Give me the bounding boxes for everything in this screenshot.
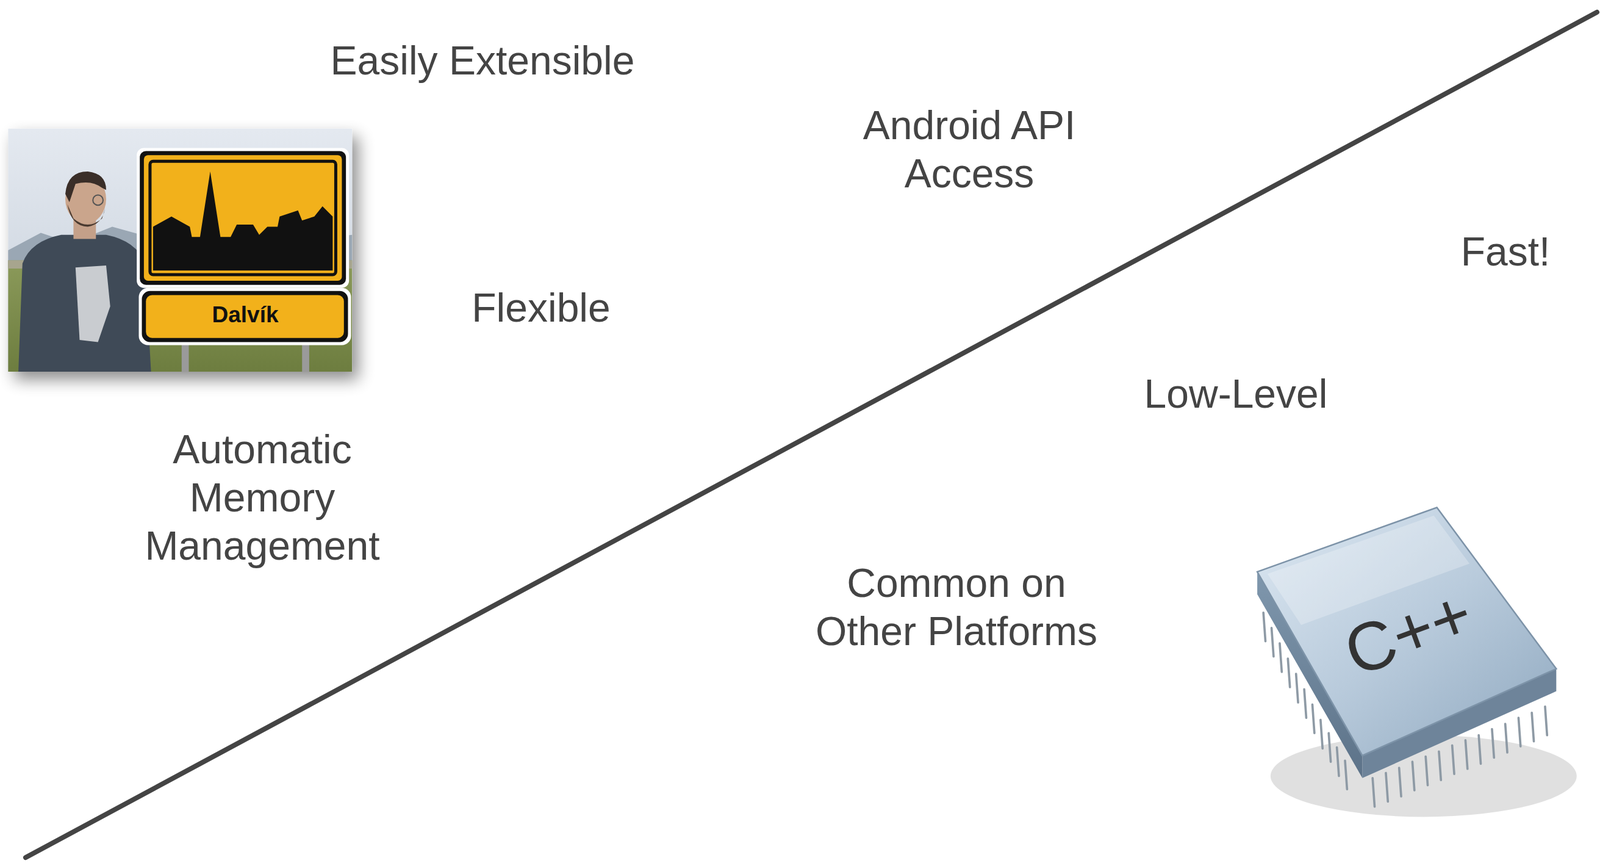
feature-text: Android API Access	[835, 101, 1104, 198]
sign-text: Dalvík	[211, 303, 279, 326]
feature-text: Flexible	[471, 283, 610, 332]
feature-text: Low-Level	[1144, 369, 1328, 418]
chip-icon	[1257, 506, 1577, 817]
feature-text: Automatic Memory Management	[121, 425, 403, 571]
feature-text: Easily Extensible	[330, 36, 635, 85]
dalvik-photo	[7, 128, 352, 372]
feature-text: Fast!	[1460, 227, 1551, 276]
feature-text: Common on Other Platforms	[797, 558, 1116, 656]
